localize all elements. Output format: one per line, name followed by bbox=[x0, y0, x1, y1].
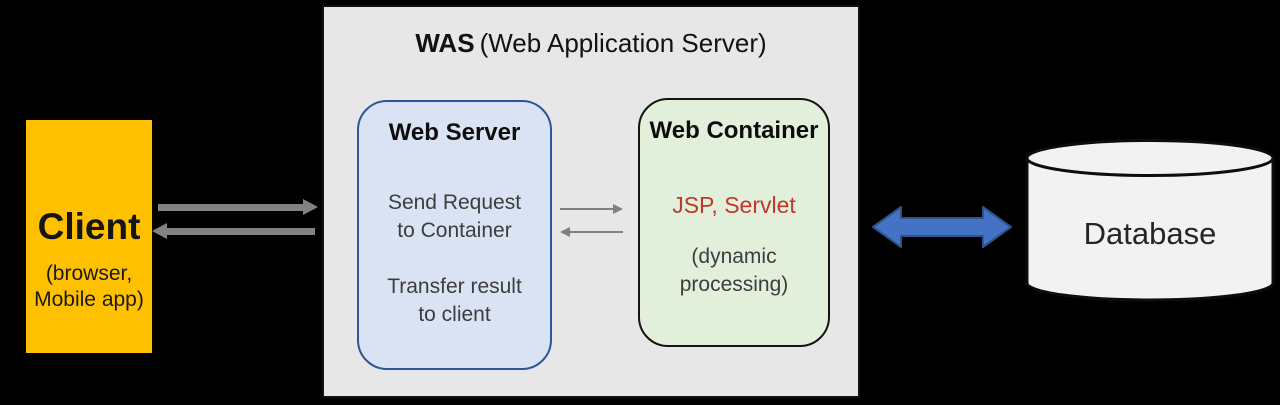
arrow-head-left-icon bbox=[152, 223, 167, 239]
client-to-was-arrow bbox=[158, 199, 318, 216]
database-label: Database bbox=[1083, 216, 1217, 251]
web-container-title: Web Container bbox=[649, 117, 819, 144]
arrow-head-left-icon bbox=[560, 227, 570, 237]
client-label: Client bbox=[37, 206, 141, 247]
was-title-acronym: WAS bbox=[415, 28, 475, 58]
container-to-server-arrow bbox=[560, 227, 623, 238]
web-server-title: Web Server bbox=[388, 119, 521, 146]
arrow-head-right-icon bbox=[613, 204, 623, 214]
arrow-shaft bbox=[158, 204, 304, 211]
client-node: Client (browser, Mobile app) bbox=[26, 120, 152, 353]
arrow-shaft bbox=[569, 231, 623, 233]
was-panel-title: WAS(Web Application Server) bbox=[324, 7, 858, 59]
arrow-head-right-icon bbox=[303, 199, 318, 215]
web-server-node: Web Server Send Request to Container Tra… bbox=[357, 100, 552, 370]
arrow-shaft bbox=[166, 228, 315, 235]
arrow-shaft bbox=[560, 208, 614, 210]
web-container-note: (dynamic processing) bbox=[679, 245, 789, 296]
client-sublabel: (browser, Mobile app) bbox=[34, 262, 144, 312]
was-title-expansion: (Web Application Server) bbox=[479, 28, 767, 58]
was-database-double-arrow bbox=[872, 206, 1012, 248]
web-container-node: Web Container JSP, Servlet (dynamic proc… bbox=[638, 98, 830, 347]
was-to-client-arrow bbox=[152, 223, 315, 240]
web-server-body-transfer: Transfer result to client bbox=[387, 275, 522, 327]
was-panel: WAS(Web Application Server) Web Server S… bbox=[322, 5, 860, 398]
server-to-container-arrow bbox=[560, 204, 623, 215]
web-container-tech-label: JSP, Servlet bbox=[672, 192, 796, 218]
database-cylinder-icon bbox=[1025, 139, 1275, 302]
web-server-body-request: Send Request to Container bbox=[387, 191, 522, 242]
